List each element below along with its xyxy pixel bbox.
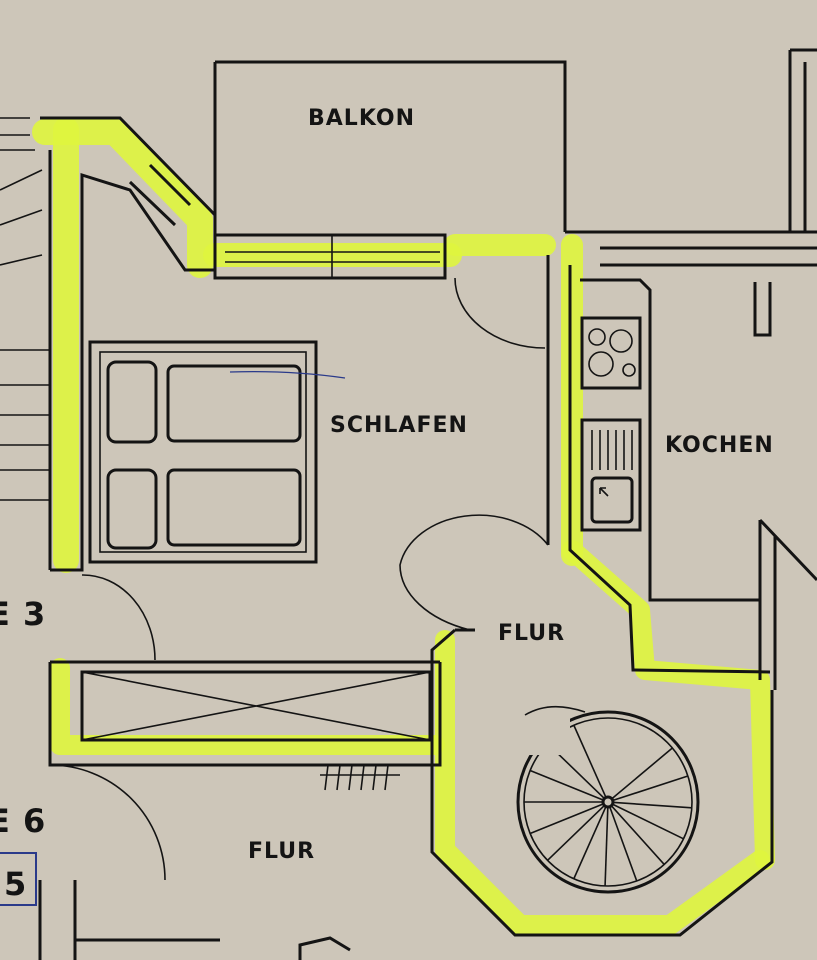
pillow-top <box>106 360 158 444</box>
wall-kitchen-left <box>568 265 771 674</box>
walls <box>38 48 817 960</box>
double-bed <box>88 340 346 564</box>
window-diagonal <box>128 163 192 227</box>
blanket-top <box>166 364 302 443</box>
stair-tread <box>529 803 603 835</box>
pen-stroke <box>229 371 346 379</box>
spiral-staircase <box>515 700 700 894</box>
wall-far-right <box>788 48 817 232</box>
wall-top-right <box>565 230 817 267</box>
wall-top-left <box>40 116 217 572</box>
sink-unit <box>580 418 642 532</box>
drain-board <box>591 430 633 470</box>
balcony-window-frame <box>213 233 447 280</box>
stair-handrail <box>524 705 586 716</box>
room-label-flur-lower: FLUR <box>248 839 315 864</box>
closet-cross <box>81 671 431 741</box>
stair-tread <box>573 807 607 880</box>
stair-landing <box>515 700 570 755</box>
spiral-stair-outer <box>516 710 700 894</box>
highlight-flur-bottom <box>435 630 770 935</box>
sink-tap <box>599 487 609 497</box>
edge-mark-5: 5 <box>4 865 27 903</box>
edge-mark-5-box <box>0 852 37 906</box>
burner-1 <box>588 328 606 346</box>
stair-tread <box>547 805 605 861</box>
balcony-door-swing <box>454 277 546 349</box>
flur-door-swing <box>399 514 549 631</box>
kitchen-appliances <box>580 316 642 532</box>
stair-tread <box>573 724 607 797</box>
edge-mark-6: E 6 <box>0 802 46 840</box>
spiral-stair-post <box>601 795 615 809</box>
stair-tread <box>613 801 692 809</box>
wall-bottom-left <box>38 880 220 960</box>
highlight-top-left-corner <box>32 119 213 278</box>
blanket-bottom <box>166 468 302 547</box>
closet-outline <box>48 660 442 767</box>
wall-right-lower <box>758 518 817 690</box>
burner-2 <box>609 329 633 353</box>
stair-tread <box>613 775 689 801</box>
spiral-stair-treads <box>524 724 692 886</box>
wall-bottom-fragment <box>298 936 351 960</box>
balcony-outline <box>215 60 567 232</box>
sink-basin <box>590 476 634 524</box>
room-label-flur-upper: FLUR <box>498 621 565 646</box>
coat-hooks <box>320 764 400 791</box>
burner-4 <box>622 363 636 377</box>
left-staircase <box>0 117 52 570</box>
stair-tread <box>613 803 684 840</box>
room-label-schlafen: SCHLAFEN <box>330 413 468 438</box>
room-label-balkon: BALKON <box>308 106 415 131</box>
stair-tread <box>604 807 609 886</box>
wall-flur-outer <box>430 628 774 937</box>
pillow-bottom <box>106 468 158 550</box>
stair-tread <box>609 807 638 882</box>
stair-tread <box>611 805 665 865</box>
stove <box>580 316 642 390</box>
stair-tread <box>529 769 603 801</box>
edge-mark-3: E 3 <box>0 595 46 633</box>
kitchen-column <box>753 282 772 337</box>
room-label-kochen: KOCHEN <box>665 433 774 458</box>
highlight-closet <box>50 658 445 755</box>
door-e6-swing <box>49 764 166 881</box>
stair-tread <box>612 747 673 799</box>
burner-3 <box>588 351 614 377</box>
balcony-window-panes <box>225 235 440 278</box>
door-e3-swing <box>81 574 156 661</box>
bed-frame <box>88 340 318 564</box>
